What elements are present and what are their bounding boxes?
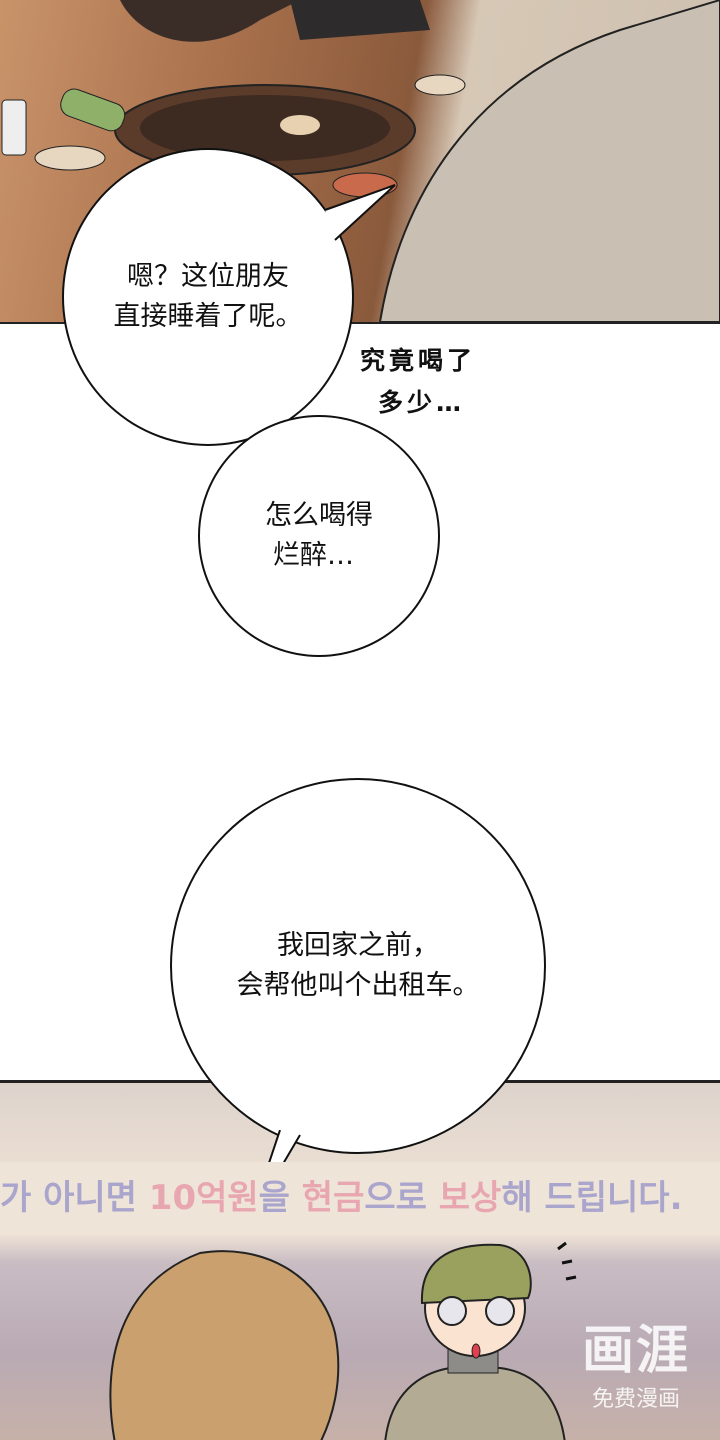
- banner-text-4: 현금: [301, 1178, 365, 1218]
- bubble-3-line-1: 我回家之前，: [277, 930, 439, 961]
- banner-text-7: 해 드립니다.: [501, 1178, 683, 1218]
- banner-text-6: 보상: [438, 1178, 502, 1218]
- banner-text-3: 을: [258, 1178, 302, 1218]
- watermark-logo: 画涯: [581, 1321, 690, 1381]
- narration-line-2: 多少…: [378, 388, 466, 417]
- speech-bubble-3: 我回家之前， 会帮他叫个出租车。: [170, 778, 546, 1154]
- characters-illustration: [109, 1241, 577, 1440]
- banner-text-1: 가 아니면: [0, 1178, 149, 1218]
- bubble-3-line-2: 会帮他叫个出租车。: [236, 970, 480, 1001]
- bubble-1-tail: [324, 184, 396, 241]
- banner-text-5: 으로: [364, 1178, 439, 1218]
- bubble-2-line-2: 烂醉…: [273, 540, 354, 571]
- bubble-2-line-1: 怎么喝得: [265, 500, 373, 531]
- watermark-subtitle: 免费漫画: [591, 1387, 680, 1412]
- narration-text: 究竟喝了 多少…: [360, 340, 476, 424]
- shop-banner: 가 아니면 10억원을 현금으로 보상해 드립니다.: [0, 1162, 720, 1234]
- bubble-1-line-2: 直接睡着了呢。: [113, 301, 303, 332]
- watermark: 画涯 免费漫画: [582, 1321, 690, 1413]
- bubble-1-line-1: 嗯？这位朋友: [127, 261, 289, 292]
- speech-bubble-1: 嗯？这位朋友直接睡着了呢。: [62, 148, 354, 446]
- narration-line-1: 究竟喝了: [360, 346, 477, 375]
- speech-bubble-2: 怎么喝得烂醉…: [198, 415, 440, 657]
- banner-text-2: 10억원: [148, 1178, 259, 1218]
